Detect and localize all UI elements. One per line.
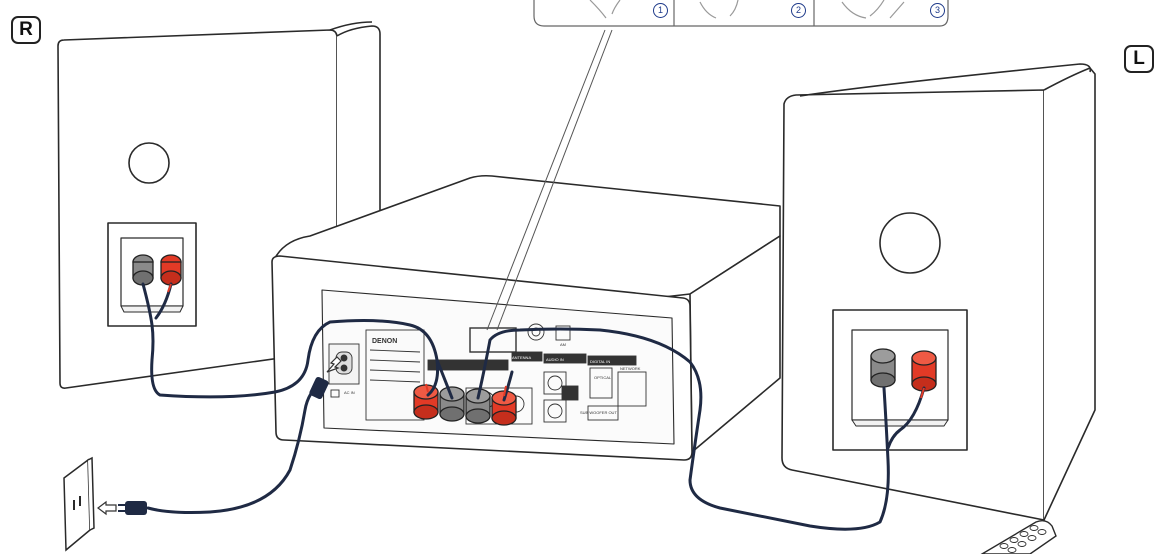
remote-control bbox=[979, 519, 1057, 555]
speakers-label-box bbox=[469, 327, 517, 353]
receiver-terminal-l-negative bbox=[465, 388, 491, 424]
ac-in-text: AC IN bbox=[344, 390, 355, 395]
power-cable bbox=[146, 380, 324, 514]
receiver-speaker-terminals bbox=[413, 384, 517, 426]
speaker-cable-tips bbox=[167, 283, 925, 399]
inset-steps: 1 2 3 bbox=[534, 0, 947, 28]
receiver-terminal-r-positive bbox=[413, 384, 439, 420]
network-text: NETWORK bbox=[620, 366, 641, 371]
left-terminal-positive bbox=[911, 350, 937, 392]
antenna-text: ANTENNA bbox=[512, 355, 531, 360]
sub-woofer-out-text: SUB WOOFER OUT bbox=[580, 410, 617, 415]
receiver-rear-panel: SPEAKERS ANTENNA AUDIO IN DIGITAL IN OPT… bbox=[328, 323, 647, 425]
wall-outlet bbox=[63, 456, 95, 552]
right-speaker bbox=[57, 21, 381, 389]
power-plug-wall bbox=[118, 501, 147, 515]
digital-in-text: DIGITAL IN bbox=[590, 359, 610, 364]
right-terminal-positive bbox=[160, 254, 182, 286]
optical-text: OPTICAL bbox=[594, 375, 612, 380]
right-speaker-port bbox=[128, 142, 170, 184]
arrow-to-outlet-icon bbox=[97, 500, 117, 516]
brand-label: DENON bbox=[372, 338, 397, 345]
right-speaker-label: R bbox=[11, 16, 41, 44]
receiver-terminal-r-negative bbox=[439, 386, 465, 422]
inset-step-2: 2 bbox=[791, 3, 806, 18]
callout-lines bbox=[486, 29, 613, 331]
inset-panel bbox=[533, 0, 949, 27]
left-speaker bbox=[781, 63, 1096, 521]
left-terminal-negative bbox=[870, 348, 896, 388]
am-text: AM bbox=[560, 342, 566, 347]
left-speaker-label: L bbox=[1124, 45, 1154, 73]
inset-step-1: 1 bbox=[653, 3, 668, 18]
audio-in-text: AUDIO IN bbox=[546, 357, 564, 362]
receiver-terminal-l-positive bbox=[491, 390, 517, 426]
arrow-to-receiver-icon bbox=[326, 356, 342, 373]
power-plug-receiver bbox=[309, 376, 329, 400]
right-terminal-negative bbox=[132, 254, 154, 286]
inset-step-3: 3 bbox=[930, 3, 945, 18]
left-speaker-port bbox=[879, 212, 941, 274]
